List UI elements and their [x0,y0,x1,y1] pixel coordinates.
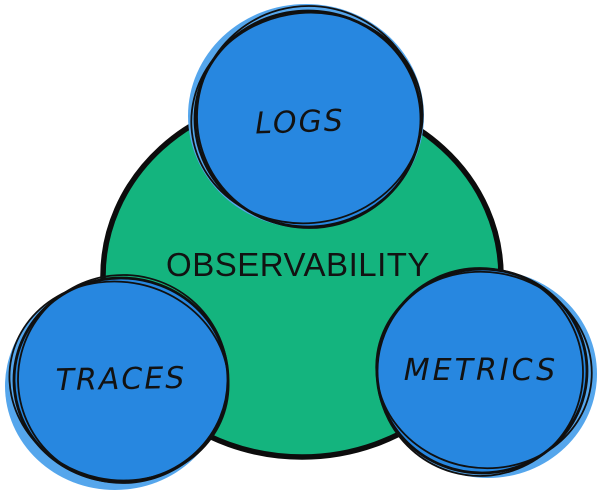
node-traces: TRACES [5,274,230,490]
traces-sketch-outline-1 [8,280,230,482]
metrics-sketch-outline-2 [376,267,584,477]
traces-label: TRACES [55,361,186,398]
observability-label: OBSERVABILITY [166,246,430,283]
node-logs: LOGS [188,4,424,229]
traces-sketch-outline-2 [17,274,229,484]
logs-sketch-outline-1 [190,11,424,225]
logs-label: LOGS [255,103,346,141]
logs-sketch-outline-2 [196,5,422,229]
metrics-sketch-outline-1 [375,270,593,470]
metrics-label: METRICS [404,353,558,388]
node-metrics: METRICS [375,267,597,478]
